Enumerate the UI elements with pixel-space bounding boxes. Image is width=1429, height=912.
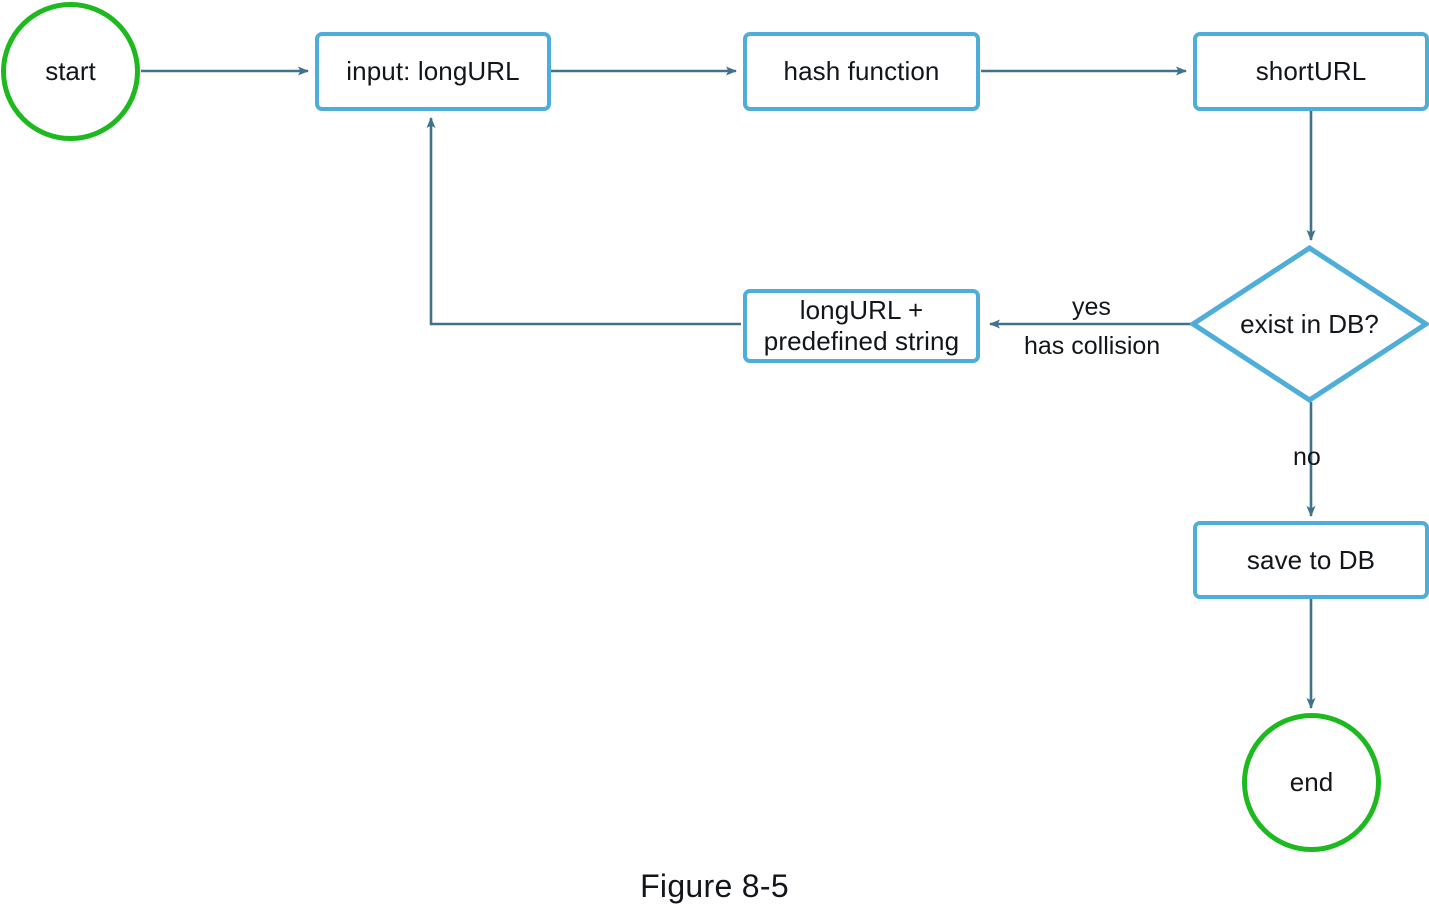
figure-caption: Figure 8-5 [640,868,789,904]
node-input-long-url[interactable]: input: longURL [315,32,551,111]
node-long-url-predefined-string-label: longURL + predefined string [763,295,960,356]
node-hash-function-label: hash function [783,56,940,87]
node-short-url-label: shortURL [1255,56,1367,87]
edge-label-no: no [1293,443,1321,471]
node-short-url[interactable]: shortURL [1193,32,1429,111]
edge-label-yes: yes [1072,293,1111,321]
node-end[interactable]: end [1242,713,1381,852]
node-end-label: end [1289,767,1334,797]
node-exist-in-db[interactable]: exist in DB? [1190,245,1429,403]
node-hash-function[interactable]: hash function [743,32,980,111]
edge-longurl-loop-to-input [426,117,741,326]
diamond-shape [1190,245,1429,403]
edge-label-has-collision: has collision [1024,332,1161,360]
node-save-to-db-label: save to DB [1246,544,1376,575]
node-input-long-url-label: input: longURL [346,56,520,87]
node-long-url-predefined-string[interactable]: longURL + predefined string [743,289,980,363]
node-save-to-db[interactable]: save to DB [1193,521,1429,599]
node-start-label: start [45,56,96,86]
node-start[interactable]: start [1,2,140,141]
node-exist-in-db-label: exist in DB? [1240,308,1379,339]
